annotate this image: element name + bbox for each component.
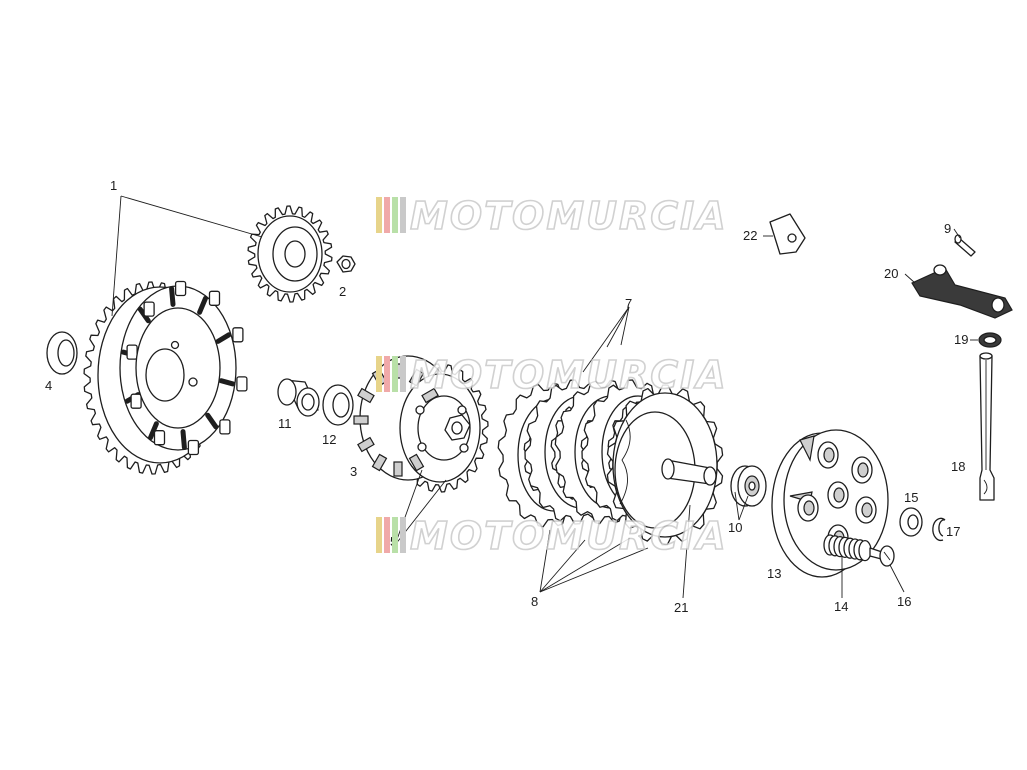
svg-text:MOTOMURCIA: MOTOMURCIA <box>410 353 728 397</box>
callout-17: 17 <box>946 524 960 539</box>
part-oil-seal[interactable] <box>978 332 1002 348</box>
callout-7: 7 <box>625 296 632 311</box>
callout-15: 15 <box>904 490 918 505</box>
callout-1: 1 <box>110 178 117 193</box>
callout-20: 20 <box>884 266 898 281</box>
watermark-top: MOTOMURCIA <box>376 193 728 239</box>
part-bolt[interactable] <box>954 234 976 257</box>
part-circlip[interactable] <box>932 517 946 542</box>
watermark-bottom: MOTOMURCIA <box>376 513 728 559</box>
callout-18: 18 <box>951 459 965 474</box>
callout-14: 14 <box>834 599 848 614</box>
part-pressure-plate[interactable] <box>606 384 724 546</box>
callout-10: 10 <box>728 520 742 535</box>
part-bracket[interactable] <box>769 213 806 255</box>
part-bushing[interactable] <box>277 378 320 417</box>
svg-text:MOTOMURCIA: MOTOMURCIA <box>410 194 728 238</box>
part-clutch-springs[interactable] <box>823 534 872 562</box>
callout-16: 16 <box>897 594 911 609</box>
callout-21: 21 <box>674 600 688 615</box>
callout-9: 9 <box>944 221 951 236</box>
part-thrust-washer-4[interactable] <box>46 331 78 375</box>
leader-lines <box>111 195 978 599</box>
part-lever-shaft[interactable] <box>979 352 995 501</box>
part-clutch-lever[interactable] <box>911 264 1013 319</box>
part-bearing[interactable] <box>730 465 767 507</box>
part-primary-gear[interactable] <box>247 205 333 303</box>
callout-12: 12 <box>322 432 336 447</box>
part-washer-12[interactable] <box>322 384 354 426</box>
callout-3: 3 <box>350 464 357 479</box>
part-nut[interactable] <box>336 255 356 273</box>
part-spring-screw[interactable] <box>869 545 895 567</box>
callout-19: 19 <box>954 332 968 347</box>
callout-11: 11 <box>278 416 292 431</box>
part-washer-15[interactable] <box>899 507 923 537</box>
watermark-middle: MOTOMURCIA <box>376 352 728 398</box>
callout-2: 2 <box>339 284 346 299</box>
callout-22: 22 <box>743 228 757 243</box>
part-clutch-basket[interactable] <box>83 280 248 475</box>
callout-4: 4 <box>45 378 52 393</box>
callout-labels: 1 2 3 4 5 7 8 9 10 11 12 13 14 15 16 17 … <box>45 178 968 615</box>
callout-8: 8 <box>531 594 538 609</box>
svg-text:MOTOMURCIA: MOTOMURCIA <box>410 514 728 558</box>
callout-13: 13 <box>767 566 781 581</box>
